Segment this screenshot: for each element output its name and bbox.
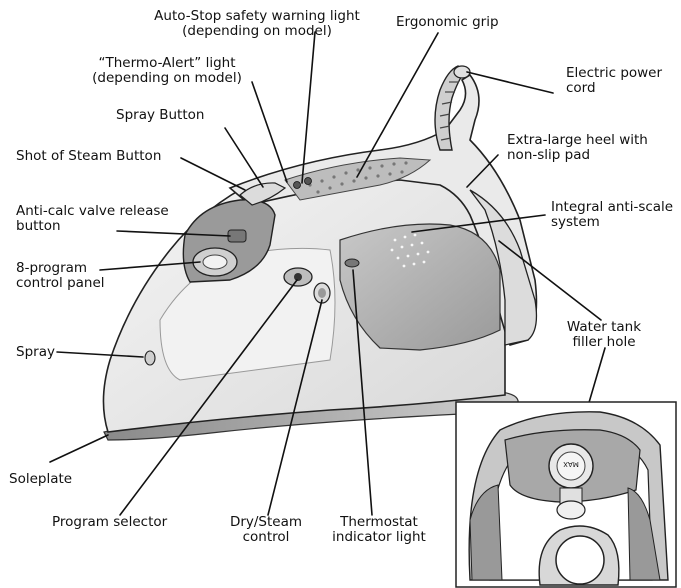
inset-max-label: MAX xyxy=(563,460,579,468)
auto-stop-light xyxy=(305,178,312,185)
label-anti-calc-valve: Anti-calc valve release button xyxy=(16,204,169,234)
label-program-selector: Program selector xyxy=(52,515,167,530)
label-auto-stop-light: Auto-Stop safety warning light (dependin… xyxy=(141,9,373,39)
label-thermostat-indicator-light: Thermostat indicator light xyxy=(331,515,427,545)
water-tank xyxy=(340,224,500,350)
label-electric-power-cord: Electric power cord xyxy=(566,66,662,96)
thermo-alert-light xyxy=(294,182,301,189)
label-soleplate: Soleplate xyxy=(9,472,72,487)
thermostat-light xyxy=(345,259,359,267)
label-water-tank-filler-hole: Water tank filler hole xyxy=(553,320,655,350)
label-ergonomic-grip: Ergonomic grip xyxy=(396,15,499,30)
inset-illustration: MAX xyxy=(469,412,668,585)
label-spray-button: Spray Button xyxy=(116,108,204,123)
label-integral-anti-scale: Integral anti-scale system xyxy=(551,200,673,230)
spray-nozzle xyxy=(145,351,155,365)
label-dry-steam-control: Dry/Steam control xyxy=(221,515,311,545)
label-shot-of-steam-button: Shot of Steam Button xyxy=(16,149,161,164)
label-8-program-control-panel: 8-program control panel xyxy=(16,261,105,291)
label-spray: Spray xyxy=(16,345,55,360)
label-extra-large-heel: Extra-large heel with non-slip pad xyxy=(507,133,648,163)
label-thermo-alert-light: “Thermo-Alert” light (depending on model… xyxy=(77,56,257,86)
